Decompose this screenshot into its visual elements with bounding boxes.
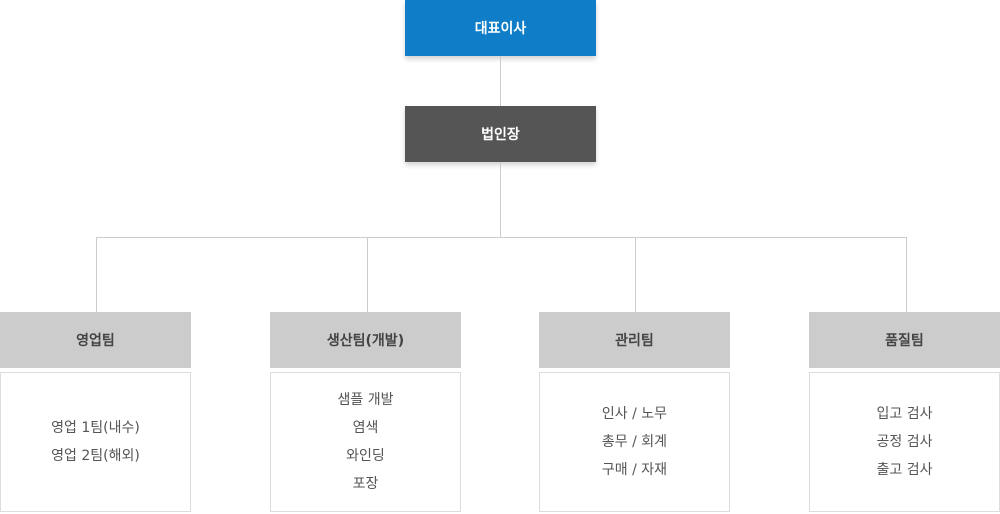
team-units: 입고 검사 공정 검사 출고 검사 [809, 372, 1000, 512]
team-production: 생산팀(개발) 샘플 개발 염색 와인딩 포장 [270, 312, 461, 512]
unit-item: 영업 2팀(해외) [51, 448, 140, 464]
team-title: 관리팀 [539, 312, 730, 368]
unit-item: 와인딩 [346, 448, 385, 464]
unit-item: 출고 검사 [876, 462, 933, 478]
team-units: 영업 1팀(내수) 영업 2팀(해외) [0, 372, 191, 512]
unit-item: 샘플 개발 [337, 392, 394, 408]
unit-item: 영업 1팀(내수) [51, 420, 140, 436]
team-units: 인사 / 노무 총무 / 회계 구매 / 자재 [539, 372, 730, 512]
team-sales: 영업팀 영업 1팀(내수) 영업 2팀(해외) [0, 312, 191, 512]
connector-line [635, 237, 636, 312]
unit-item: 구매 / 자재 [601, 462, 668, 478]
corporate-head-node: 법인장 [405, 106, 596, 162]
connector-line [906, 237, 907, 312]
team-quality: 품질팀 입고 검사 공정 검사 출고 검사 [809, 312, 1000, 512]
unit-item: 염색 [352, 420, 379, 436]
team-title: 품질팀 [809, 312, 1000, 368]
unit-item: 포장 [352, 476, 379, 492]
unit-item: 인사 / 노무 [601, 406, 668, 422]
connector-line [96, 237, 97, 312]
unit-item: 총무 / 회계 [601, 434, 668, 450]
connector-line [367, 237, 368, 312]
team-title: 생산팀(개발) [270, 312, 461, 368]
connector-line [500, 162, 501, 237]
team-title: 영업팀 [0, 312, 191, 368]
ceo-node: 대표이사 [405, 0, 596, 56]
unit-item: 입고 검사 [876, 406, 933, 422]
unit-item: 공정 검사 [876, 434, 933, 450]
team-management: 관리팀 인사 / 노무 총무 / 회계 구매 / 자재 [539, 312, 730, 512]
team-units: 샘플 개발 염색 와인딩 포장 [270, 372, 461, 512]
connector-line [500, 56, 501, 106]
branch-line [96, 237, 907, 238]
